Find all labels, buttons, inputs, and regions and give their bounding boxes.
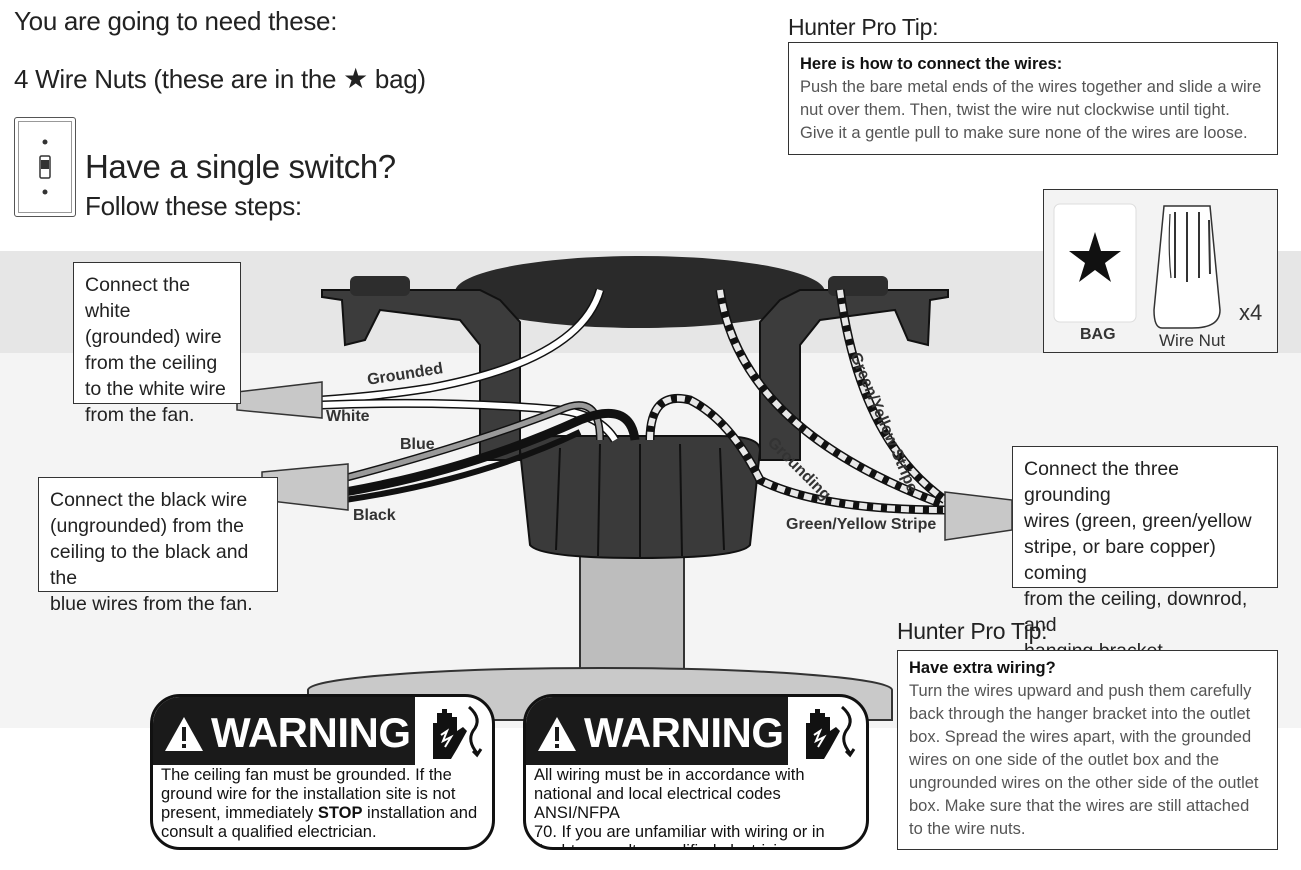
warning-grounding: WARNING The ceiling fan must be grounded…	[150, 694, 495, 850]
wire-nuts-prefix: 4 Wire Nuts (these are in the	[14, 64, 337, 94]
warning-line: doubt, consult a qualified electrician.	[534, 842, 854, 847]
pro-tip-2-heading: Have extra wiring?	[909, 659, 1056, 677]
wire-label-white: White	[326, 408, 370, 425]
warning-line: ground wire for the installation site is…	[161, 785, 456, 803]
callout-line: (ungrounded) from the	[50, 515, 245, 537]
single-switch-heading: Have a single switch?	[85, 148, 396, 185]
need-title: You are going to need these:	[14, 6, 338, 36]
callout-line: wires (green, green/yellow	[1024, 510, 1252, 532]
warning-header: WARNING	[153, 697, 415, 765]
warning-line: consult a qualified electrician.	[161, 823, 377, 841]
warning-triangle-icon	[165, 717, 203, 751]
bag-label: BAG	[1080, 326, 1116, 343]
callout-line: Connect the black wire	[50, 489, 248, 511]
callout-line: Connect the three grounding	[1024, 458, 1180, 506]
wire-label-black: Black	[353, 507, 396, 524]
callout-white-wire: Connect the white (grounded) wire from t…	[73, 262, 241, 426]
callout-black-wire: Connect the black wire (ungrounded) from…	[38, 477, 278, 615]
callout-line: blue wires from the fan.	[50, 593, 253, 615]
warning-line: The ceiling fan must be grounded. If the	[161, 766, 452, 784]
warning-body: All wiring must be in accordance with na…	[534, 766, 854, 847]
pro-tip-box: Here is how to connect the wires: Push t…	[788, 42, 1278, 155]
callout-line: from the fan.	[85, 404, 195, 426]
callout-grounding-wires: Connect the three grounding wires (green…	[1012, 446, 1278, 662]
hanging-bracket-right	[759, 289, 949, 461]
pro-tip-2-line: back through the hanger bracket into the…	[909, 705, 1251, 723]
warning-line-stop: present, immediately STOP installation a…	[161, 804, 480, 823]
pro-tip-title: Hunter Pro Tip:	[788, 14, 939, 40]
light-switch-icon	[14, 117, 76, 217]
warning-triangle-icon	[538, 717, 576, 751]
warning-body: The ceiling fan must be grounded. If the…	[161, 766, 480, 842]
warning-wiring-codes: WARNING All wiring must be in accordance…	[523, 694, 869, 850]
wire-nut-white	[236, 381, 323, 419]
callout-line: stripe, or bare copper) coming	[1024, 536, 1216, 584]
pro-tip-2-line: wires on one side of the outlet box and …	[909, 751, 1220, 769]
follow-steps-heading: Follow these steps:	[85, 191, 302, 221]
wire-nuts-suffix: bag)	[374, 64, 426, 94]
outlet-box-disc	[455, 256, 825, 328]
warning-title: WARNING	[211, 709, 411, 756]
pro-tip-2-title: Hunter Pro Tip:	[897, 618, 1048, 644]
callout-line: from the ceiling	[85, 352, 218, 374]
parts-box: BAG Wire Nut x4	[1043, 189, 1278, 353]
star-icon: ★	[343, 63, 368, 94]
callout-line: (grounded) wire	[85, 326, 222, 348]
pro-tip-line: Give it a gentle pull to make sure none …	[800, 124, 1248, 142]
callout-line: Connect the white	[85, 274, 191, 322]
warning-header: WARNING	[526, 697, 788, 765]
pro-tip-2-line: Turn the wires upward and push them care…	[909, 682, 1252, 700]
pro-tip-2-line: box. Spread the wires apart, with the gr…	[909, 728, 1252, 746]
warning-text: present, immediately	[161, 804, 318, 822]
hanging-bracket-left	[321, 289, 521, 461]
electric-shock-hand-icon	[806, 705, 856, 759]
callout-line: to the white wire	[85, 378, 226, 400]
electric-shock-hand-icon	[433, 705, 483, 759]
parts-drawing	[1053, 203, 1221, 329]
switch-toggle-drawing	[39, 139, 51, 195]
wire-nut-ground	[944, 491, 1013, 541]
pro-tip-2-line: box. Make sure that the wires are still …	[909, 797, 1250, 815]
warning-title: WARNING	[584, 709, 784, 756]
wire-nuts-line: 4 Wire Nuts (these are in the ★ bag)	[14, 62, 426, 95]
pro-tip-2-line: ungrounded wires on the other side of th…	[909, 774, 1259, 792]
warning-line: 70. If you are unfamiliar with wiring or…	[534, 823, 825, 841]
warning-text: installation and	[362, 804, 478, 822]
warning-line: All wiring must be in accordance with	[534, 766, 805, 784]
pro-tip-line: Push the bare metal ends of the wires to…	[800, 78, 1262, 96]
downrod	[579, 549, 685, 673]
bag-star-icon	[1069, 232, 1121, 282]
wire-label-blue: Blue	[400, 436, 435, 453]
wire-label-green-yellow-bottom: Green/Yellow Stripe	[786, 516, 937, 533]
callout-line: from the ceiling, downrod, and	[1024, 588, 1248, 636]
warning-line: national and local electrical codes ANSI…	[534, 785, 781, 822]
warning-stop-text: STOP	[317, 804, 363, 822]
wire-nut-label: Wire Nut	[1159, 331, 1226, 350]
pro-tip-heading: Here is how to connect the wires:	[800, 55, 1063, 73]
wire-nut-count: x4	[1239, 300, 1263, 325]
callout-line: ceiling to the black and the	[50, 541, 249, 589]
pro-tip-line: nut over them. Then, twist the wire nut …	[800, 101, 1230, 119]
pro-tip-2-line: to the wire nuts.	[909, 820, 1026, 838]
pro-tip-2-box: Have extra wiring? Turn the wires upward…	[897, 650, 1278, 850]
